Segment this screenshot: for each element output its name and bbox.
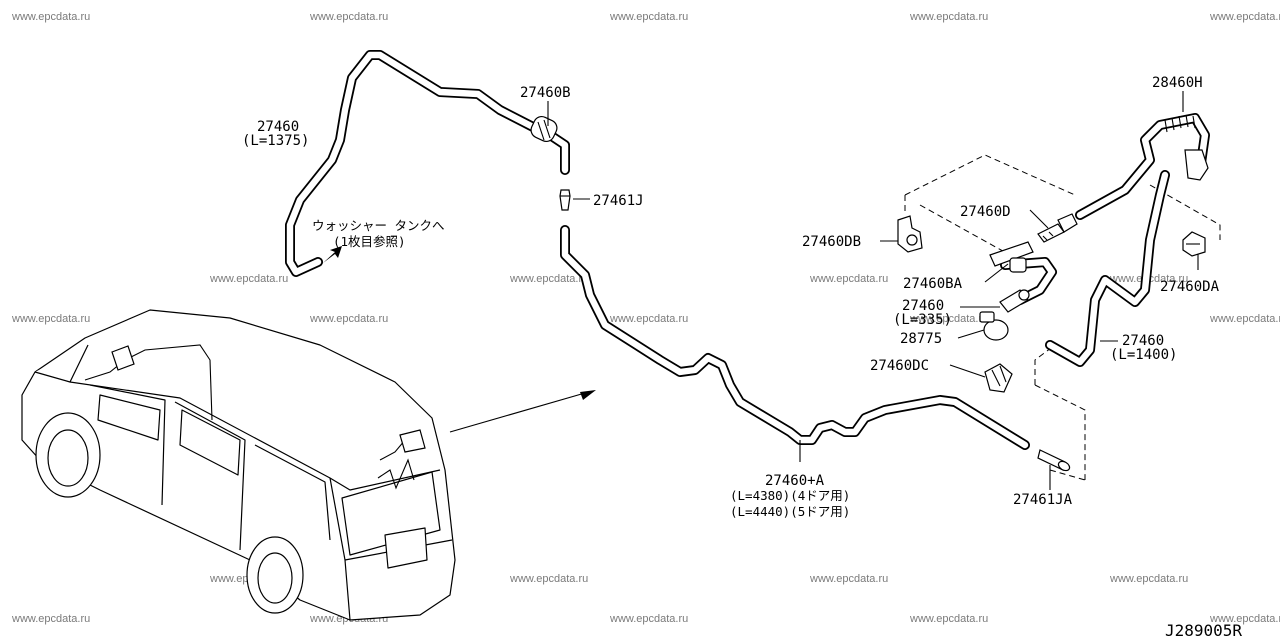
label-clip-da: 27460DA bbox=[1160, 279, 1220, 295]
watermark: www.epcdata.ru bbox=[609, 613, 688, 625]
label-hose-main-length-5door: (L=4440)(5ドア用) bbox=[730, 504, 850, 519]
label-connector-d: 27460D bbox=[960, 204, 1011, 220]
label-joint-ja: 27461JA bbox=[1013, 492, 1073, 508]
connector-27460d bbox=[1037, 213, 1078, 243]
hose-main-27460a bbox=[560, 225, 1030, 450]
joint-27461j bbox=[559, 189, 571, 211]
watermark: www.epcdata.ru bbox=[909, 11, 988, 23]
label-hose-top-length: (L=1375) bbox=[242, 133, 309, 149]
watermark: www.epcdata.ru bbox=[11, 313, 90, 325]
watermark: www.epcdata.ru bbox=[909, 313, 988, 325]
watermark: www.epcdata.ru bbox=[11, 11, 90, 23]
label-hose-rear: 27460 bbox=[1122, 333, 1164, 349]
van-illustration bbox=[21, 309, 456, 621]
watermark: www.epcdata.ru bbox=[509, 573, 588, 585]
washer-tank-arrow bbox=[323, 246, 342, 263]
label-connector-ba: 27460BA bbox=[903, 276, 963, 292]
label-valve: 28775 bbox=[900, 331, 942, 347]
label-washer-tank-note: ウォッシャー タンクへ bbox=[312, 218, 445, 233]
dash-line bbox=[904, 154, 1076, 196]
watermark: www.epcdata.ru bbox=[209, 273, 288, 285]
leader-lines bbox=[547, 91, 1199, 490]
label-hose-short-length: (L=335) bbox=[893, 312, 952, 328]
label-bracket-db: 27460DB bbox=[802, 234, 861, 250]
labels: 27460 (L=1375) 27460B 27461J ウォッシャー タンクへ… bbox=[242, 75, 1242, 640]
watermark: www.epcdata.ru bbox=[809, 273, 888, 285]
clip-27460dc bbox=[984, 363, 1013, 393]
label-hose-top: 27460 bbox=[257, 119, 299, 135]
dash-line bbox=[1034, 384, 1086, 480]
label-clip-dc: 27460DC bbox=[870, 358, 929, 374]
direction-arrow bbox=[449, 390, 596, 433]
clip-27460b bbox=[530, 115, 570, 175]
watermark: www.epcdata.ru bbox=[1209, 613, 1280, 625]
watermark: www.epcdata.ru bbox=[609, 11, 688, 23]
clip-27460da bbox=[1182, 231, 1206, 257]
dash-line bbox=[1049, 469, 1086, 481]
reference-dashes bbox=[904, 154, 1221, 481]
hose-rear-1400 bbox=[1045, 170, 1170, 367]
hose-top-1375 bbox=[285, 50, 540, 277]
dash-line bbox=[1149, 184, 1221, 240]
valve-28775 bbox=[979, 311, 1009, 341]
watermark: www.epcdata.ru bbox=[809, 573, 888, 585]
watermark: www.epcdata.ru bbox=[1209, 11, 1280, 23]
connector-27460ba bbox=[989, 241, 1057, 305]
label-hose-main: 27460+A bbox=[765, 473, 825, 489]
watermark: www.epcdata.ru bbox=[909, 613, 988, 625]
nozzle-28460h bbox=[1075, 113, 1210, 220]
label-nozzle-h: 28460H bbox=[1152, 75, 1203, 91]
watermark: www.epcdata.ru bbox=[1209, 313, 1280, 325]
joint-27461ja bbox=[1037, 449, 1071, 472]
label-washer-tank-ref: (1枚目参照) bbox=[333, 234, 406, 249]
hose-short-335 bbox=[999, 289, 1030, 313]
bracket-27460db bbox=[897, 215, 923, 253]
label-joint-j: 27461J bbox=[593, 193, 644, 209]
label-hose-rear-length: (L=1400) bbox=[1110, 347, 1177, 363]
watermark: www.epcdata.ru bbox=[309, 313, 388, 325]
dash-line bbox=[1034, 344, 1056, 385]
label-hose-short: 27460 bbox=[902, 298, 944, 314]
diagram-code: J289005R bbox=[1165, 621, 1242, 640]
watermark: www.epcdata.ru bbox=[11, 613, 90, 625]
arrow-head-icon bbox=[323, 246, 342, 263]
watermark: www.epcdata.ru bbox=[1109, 573, 1188, 585]
dash-line bbox=[919, 204, 1011, 256]
watermark: www.epcdata.ru bbox=[609, 313, 688, 325]
watermark: www.epcdata.ru bbox=[309, 11, 388, 23]
watermark: www.epcdata.ru bbox=[509, 273, 588, 285]
label-hose-main-length-4door: (L=4380)(4ドア用) bbox=[730, 488, 850, 503]
label-clip-b: 27460B bbox=[520, 85, 571, 101]
